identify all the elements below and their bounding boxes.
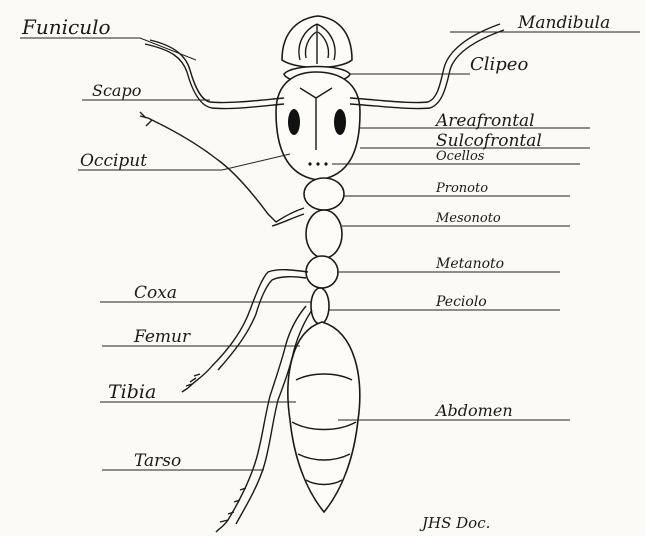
label-pronoto: Pronoto — [435, 181, 488, 196]
right-eye — [334, 109, 346, 135]
mesonotum — [306, 210, 342, 258]
abdomen — [288, 322, 360, 512]
left-antenna — [145, 40, 284, 109]
label-scapo: Scapo — [92, 81, 141, 100]
label-sulcofrontal: Sulcofrontal — [436, 131, 542, 151]
label-mandibula: Mandibula — [517, 13, 610, 33]
label-funiculo: Funiculo — [21, 15, 111, 39]
label-occiput: Occiput — [80, 151, 147, 171]
label-tarso: Tarso — [134, 451, 181, 471]
signature: JHS Doc. — [419, 514, 490, 532]
label-mesonoto: Mesonoto — [435, 211, 501, 226]
ant-illustration — [140, 16, 504, 532]
label-metanoto: Metanoto — [435, 256, 504, 272]
pronotum — [304, 178, 344, 210]
label-abdomen: Abdomen — [434, 401, 513, 420]
label-clipeo: Clipeo — [470, 54, 528, 75]
label-peciolo: Peciolo — [435, 294, 487, 310]
petiole — [311, 288, 329, 324]
label-ocellos: Ocellos — [436, 149, 485, 164]
left-eye — [288, 109, 300, 135]
label-areafrontal: Areafrontal — [434, 111, 535, 131]
label-coxa: Coxa — [134, 283, 177, 303]
metanotum — [306, 256, 338, 288]
label-tibia: Tibia — [108, 381, 156, 403]
label-femur: Femur — [133, 327, 191, 347]
